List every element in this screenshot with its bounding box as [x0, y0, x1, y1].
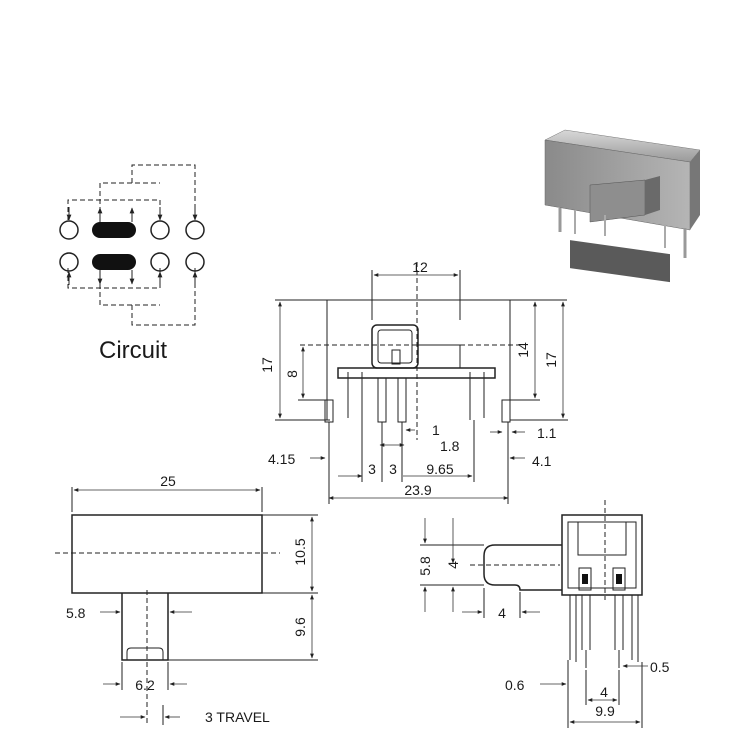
- dim-label: 9.6: [292, 617, 308, 637]
- dim-label: 14: [515, 342, 531, 358]
- dim-label: 5.8: [66, 605, 86, 621]
- dim-label: 23.9: [404, 482, 431, 498]
- top-view-drawing: 25 10.5 9.6 5.8 6.2 3 TRAVEL: [55, 473, 318, 725]
- dim-label: 0.5: [650, 659, 670, 675]
- dim-label: 4.1: [532, 453, 552, 469]
- dim-label: 8: [284, 370, 300, 378]
- dim-label: 17: [543, 352, 559, 368]
- product-photo: [544, 129, 701, 283]
- front-view-drawing: 12 17 8 14 17 1 1.8 1.1 4.15 3 3: [259, 259, 568, 504]
- dim-label: 4.15: [268, 451, 295, 467]
- dim-label: 17: [259, 357, 275, 373]
- circuit-label: Circuit: [99, 337, 167, 364]
- dim-label: 12: [412, 259, 428, 275]
- dim-label: 1: [432, 422, 440, 438]
- dim-label: 3: [368, 461, 376, 477]
- dim-label: 10.5: [292, 538, 308, 565]
- dim-label: 4: [600, 684, 608, 700]
- dim-label: 3 TRAVEL: [205, 709, 270, 725]
- dim-label: 1.1: [537, 425, 557, 441]
- dim-label: 6.2: [135, 677, 155, 693]
- dim-label: 9.9: [595, 703, 615, 719]
- dim-label: 3: [389, 461, 397, 477]
- dim-label: 4: [445, 561, 461, 569]
- dim-label: 0.6: [505, 677, 525, 693]
- dim-label: 9.65: [426, 461, 453, 477]
- circuit-diagram: Circuit: [59, 164, 205, 364]
- dim-label: 5.8: [417, 556, 433, 576]
- side-view-drawing: 5.8 4 4 0.6 0.5 4 9.9: [417, 500, 670, 728]
- dim-label: 1.8: [440, 438, 460, 454]
- dim-label: 4: [498, 605, 506, 621]
- dim-label: 25: [160, 473, 176, 489]
